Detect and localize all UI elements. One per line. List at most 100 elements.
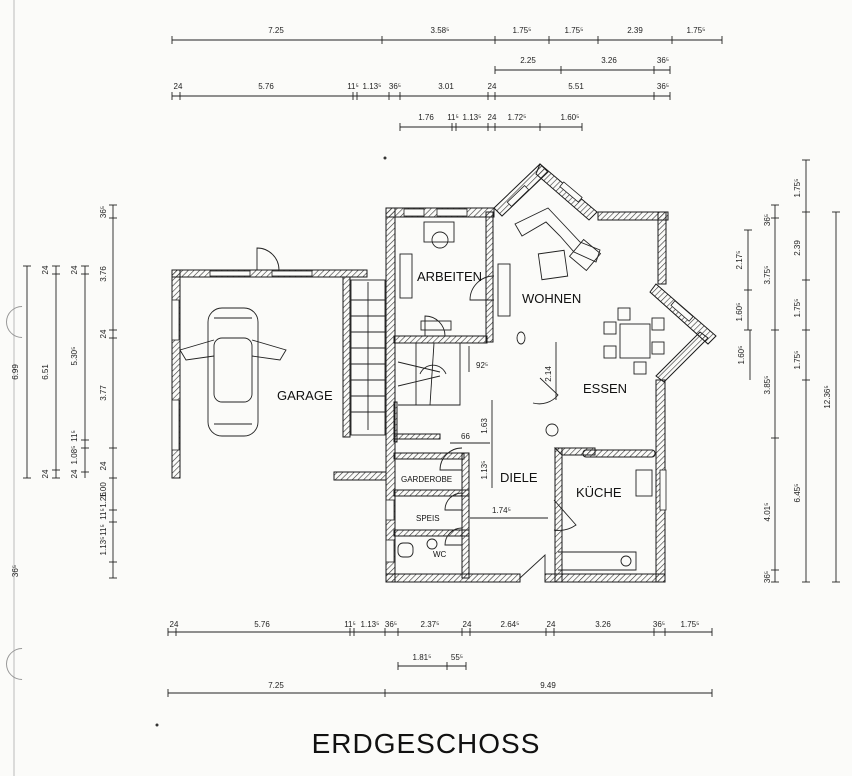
- dim-top-r2-1: 2.25: [520, 56, 536, 65]
- room-label-wohnen: WOHNEN: [522, 291, 581, 306]
- dim-left-c4-3: 1.26: [99, 492, 108, 508]
- dim-top-r3-9: 36⁵: [657, 82, 669, 91]
- staircase: [350, 279, 461, 436]
- dim-stair: 92⁵: [476, 361, 488, 370]
- room-label-wc: WC: [433, 550, 447, 559]
- dim-left-c1-1: 6.99: [11, 364, 20, 380]
- dim-right-c3-5: 36⁵: [763, 571, 772, 583]
- dim-left-c2-3: 24: [41, 469, 50, 478]
- dim-right-c3-1: 36⁵: [763, 214, 772, 226]
- dim-top-r4-1: 1.76: [418, 113, 434, 122]
- dim-right-c3-3: 3.85⁵: [763, 376, 772, 395]
- dim-top-r2-2: 3.26: [601, 56, 617, 65]
- dim-right-c3-4: 4.01⁵: [763, 503, 772, 522]
- room-label-arbeiten: ARBEITEN: [417, 269, 482, 284]
- dim-bot-r1-5: 36⁵: [385, 620, 397, 629]
- dim-essen-h: 2.14: [544, 366, 553, 382]
- dim-bot-r1-6: 2.37⁵: [421, 620, 440, 629]
- dim-bot-r1-2: 5.76: [254, 620, 270, 629]
- dim-bot-r2-2: 55⁵: [451, 653, 463, 662]
- car-icon: [179, 307, 287, 437]
- dim-right-c5-1: 12.36⁵: [823, 385, 832, 408]
- dim-right-c4-4: 1.75⁵: [793, 351, 802, 370]
- dim-left-c2-1: 24: [41, 265, 50, 274]
- dim-top-r3-4: 1.13⁵: [363, 82, 382, 91]
- dim-bot-r2-1: 1.81⁵: [413, 653, 432, 662]
- dim-bot-r1-8: 2.64⁵: [501, 620, 520, 629]
- dim-bot-r1-4: 1.13⁵: [361, 620, 380, 629]
- dim-left-c4-5: 1.00: [99, 482, 108, 498]
- dim-left-c2-2: 6.51: [41, 364, 50, 380]
- dim-bot-r1-3: 11⁵: [344, 620, 356, 629]
- dim-top-r3-8: 5.51: [568, 82, 584, 91]
- dim-top-r4-5: 1.72⁵: [508, 113, 527, 122]
- plan-title: ERDGESCHOSS: [311, 728, 541, 759]
- dim-right-c4-1: 1.75⁵: [793, 179, 802, 198]
- dim-left-c3-1: 24: [70, 265, 79, 274]
- dim-right-c4-2: 2.39: [793, 240, 802, 256]
- right-dimensions: 1.60⁵ 2.17⁵ 1.60⁵ 36⁵ 3.75⁵ 3.85⁵ 4.01⁵ …: [735, 159, 840, 583]
- dim-top-r1-3: 1.75⁵: [513, 26, 532, 35]
- dim-bot-r1-10: 3.26: [595, 620, 611, 629]
- dim-left-c3-4: 1.08⁵: [70, 446, 79, 465]
- dim-top-r3-6: 3.01: [438, 82, 454, 91]
- dim-right-c3-2: 3.75⁵: [763, 266, 772, 285]
- room-label-garage: GARAGE: [277, 388, 333, 403]
- furniture: [397, 207, 665, 571]
- interior-dimensions: 92⁵ 2.14 1.63 66 1.13⁵ 1.74⁵: [450, 342, 557, 519]
- dim-top-r1-1: 7.25: [268, 26, 284, 35]
- doors: [256, 247, 577, 579]
- bottom-dimensions: 24 5.76 11⁵ 1.13⁵ 36⁵ 2.37⁵ 24 2.64⁵ 24 …: [167, 620, 713, 697]
- dim-top-r1-6: 1.75⁵: [687, 26, 706, 35]
- dim-left-c5-4: 3.77: [99, 385, 108, 401]
- room-label-garderobe: GARDEROBE: [401, 475, 452, 484]
- room-label-essen: ESSEN: [583, 381, 627, 396]
- dim-diele-w: 66: [461, 432, 470, 441]
- dim-top-r4-2: 11⁵: [447, 113, 459, 122]
- dim-bot-r1-7: 24: [463, 620, 472, 629]
- dim-top-r3-5: 36⁵: [389, 82, 401, 91]
- windows: [171, 181, 694, 563]
- dim-right-c4-3: 1.75⁵: [793, 299, 802, 318]
- dim-bot-r1-12: 1.75⁵: [681, 620, 700, 629]
- dim-top-r4-3: 1.13⁵: [463, 113, 482, 122]
- dim-bot-r1-1: 24: [170, 620, 179, 629]
- dim-bot-r3-2: 9.49: [540, 681, 556, 690]
- dim-diele-h1: 1.63: [480, 418, 489, 434]
- left-dimensions: 6.99 36⁵ 24 6.51 24 24 5.30⁵ 24 1.08⁵ 11…: [11, 204, 117, 579]
- dim-top-r2-3: 36⁵: [657, 56, 669, 65]
- dim-top-r1-4: 1.75⁵: [565, 26, 584, 35]
- room-label-kueche: KÜCHE: [576, 485, 622, 500]
- dim-left-c3-5: 11⁵: [70, 430, 79, 442]
- dim-top-r3-7: 24: [488, 82, 497, 91]
- dim-left-c5-1: 36⁵: [99, 206, 108, 218]
- dim-left-c4-1: 1.13⁵: [99, 537, 108, 556]
- dim-top-r3-1: 24: [174, 82, 183, 91]
- dim-left-c5-3: 24: [99, 329, 108, 338]
- dim-left-c3-3: 24: [70, 469, 79, 478]
- dim-left-c3-2: 5.30⁵: [70, 347, 79, 366]
- dim-left-c4-6: 24: [99, 461, 108, 470]
- top-dimensions: 7.25 3.58⁵ 1.75⁵ 1.75⁵ 2.39 1.75⁵ 2.25 3…: [171, 26, 723, 131]
- dim-speis-w: 1.74⁵: [492, 506, 511, 515]
- dim-bot-r3-1: 7.25: [268, 681, 284, 690]
- dim-right-c1-1: 1.60⁵: [737, 346, 746, 365]
- dim-top-r3-2: 5.76: [258, 82, 274, 91]
- dim-bot-r1-11: 36⁵: [653, 620, 665, 629]
- dim-left-c5-2: 3.76: [99, 266, 108, 282]
- dim-top-r4-6: 1.60⁵: [561, 113, 580, 122]
- dim-left-c1-2: 36⁵: [11, 565, 20, 577]
- dim-bot-r1-9: 24: [547, 620, 556, 629]
- dim-top-r4-4: 24: [488, 113, 497, 122]
- dim-diele-h2: 1.13⁵: [480, 461, 489, 480]
- dim-right-c4-5: 6.45⁵: [793, 484, 802, 503]
- room-labels: ARBEITEN WOHNEN ESSEN GARAGE DIELE KÜCHE…: [277, 269, 627, 559]
- dim-left-c4-2: 11⁵: [99, 524, 108, 536]
- dim-top-r1-2: 3.58⁵: [431, 26, 450, 35]
- dim-top-r1-5: 2.39: [627, 26, 643, 35]
- dim-left-c4-4: 11⁵: [99, 508, 108, 520]
- dim-right-c2-2: 1.60⁵: [735, 303, 744, 322]
- room-label-diele: DIELE: [500, 470, 538, 485]
- room-label-speis: SPEIS: [416, 514, 440, 523]
